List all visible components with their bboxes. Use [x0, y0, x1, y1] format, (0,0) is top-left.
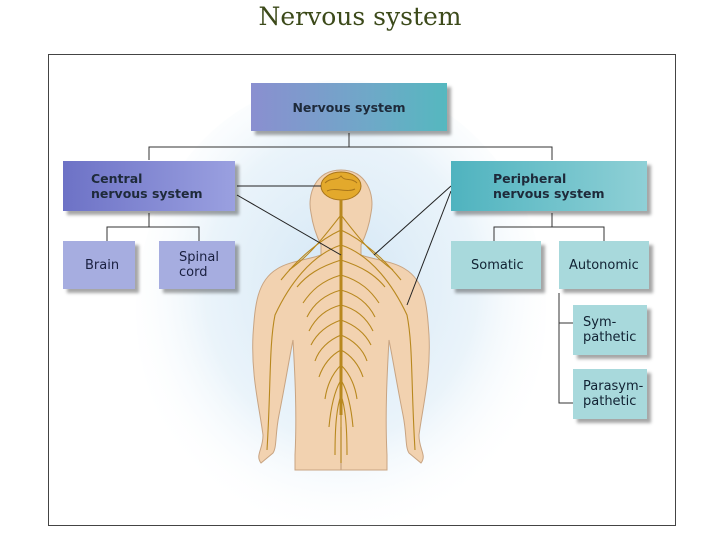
- connector-lines: [106, 133, 605, 404]
- somatic-label: Somatic: [471, 257, 524, 273]
- brain-box: Brain: [63, 241, 135, 289]
- nervous-system-illustration: [106, 80, 605, 527]
- figure-frame: Nervous system Central nervous system Pe…: [48, 54, 676, 527]
- autonomic-label: Autonomic: [569, 257, 639, 273]
- somatic-box: Somatic: [451, 241, 541, 289]
- parasympathetic-box: Parasym- pathetic: [573, 369, 647, 419]
- brain-label: Brain: [85, 257, 120, 273]
- spinal-cord-label: Spinal cord: [179, 250, 219, 280]
- central-nervous-system-label: Central nervous system: [91, 171, 203, 201]
- slide-title: Nervous system: [258, 2, 462, 31]
- central-nervous-system-box: Central nervous system: [63, 161, 235, 211]
- sympathetic-box: Sym- pathetic: [573, 305, 647, 355]
- spinal-cord-box: Spinal cord: [159, 241, 235, 289]
- parasympathetic-label: Parasym- pathetic: [583, 379, 644, 409]
- peripheral-nervous-system-label: Peripheral nervous system: [493, 171, 605, 201]
- nervous-system-label: Nervous system: [292, 99, 406, 115]
- sympathetic-label: Sym- pathetic: [583, 315, 637, 345]
- autonomic-box: Autonomic: [559, 241, 649, 289]
- peripheral-nervous-system-box: Peripheral nervous system: [451, 161, 647, 211]
- leader-lines: [236, 185, 452, 306]
- nervous-system-box: Nervous system: [251, 83, 447, 131]
